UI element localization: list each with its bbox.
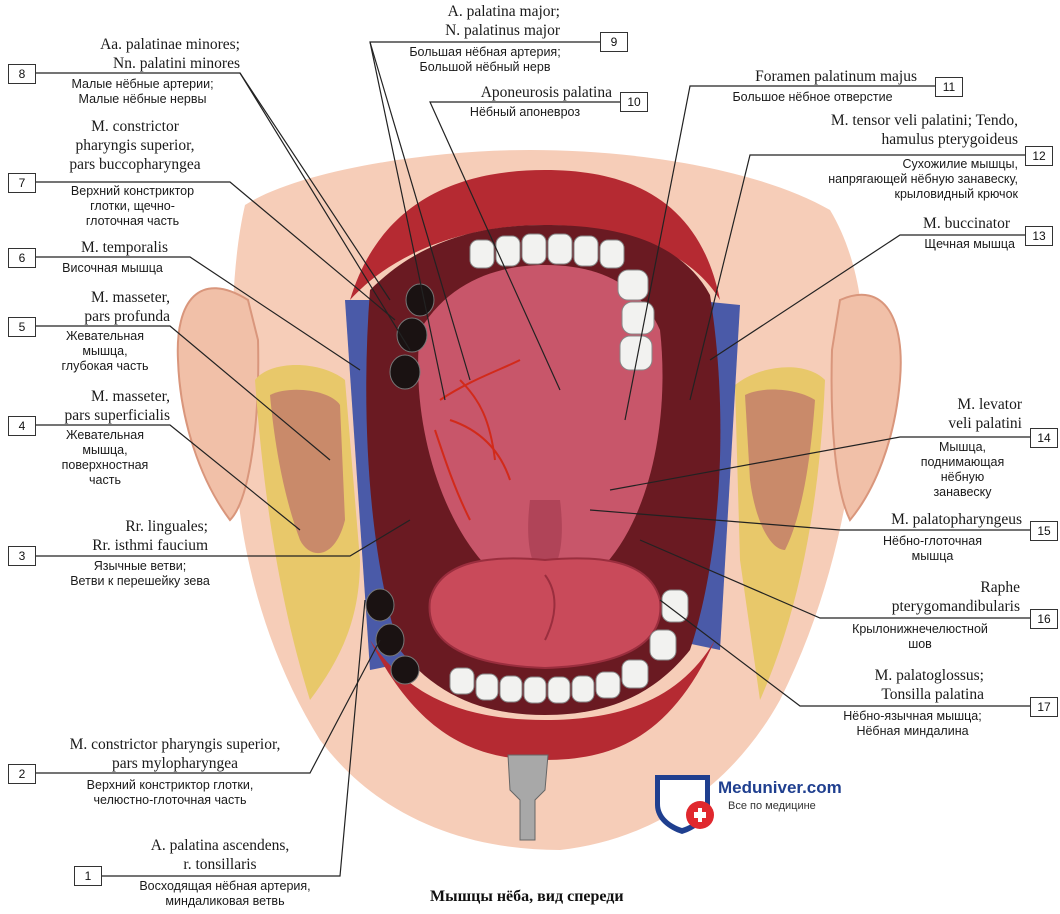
label-number-7: 7 xyxy=(8,173,36,193)
figure-caption: Мышцы нёба, вид спереди xyxy=(430,888,624,905)
logo-cross xyxy=(694,808,706,822)
upper-lip xyxy=(350,170,720,300)
upper-teeth xyxy=(469,233,655,371)
label-number-9: 9 xyxy=(600,32,628,52)
lower-lip xyxy=(370,640,715,760)
label-latin-17: M. palatoglossus; Tonsilla palatina xyxy=(874,667,984,703)
watermark-tagline: Все по медицине xyxy=(728,800,816,812)
label-russian-14: Мышца, поднимающая нёбную занавеску xyxy=(920,440,1005,499)
right-masseter xyxy=(745,389,815,550)
leader-lines xyxy=(35,41,1030,877)
label-number-16: 16 xyxy=(1030,609,1058,629)
label-latin-1: A. palatina ascendens, r. tonsillaris xyxy=(150,837,290,873)
label-number-11: 11 xyxy=(935,77,963,97)
label-russian-17: Нёбно-язычная мышца; Нёбная миндалина xyxy=(843,709,982,738)
tongue xyxy=(428,557,662,670)
label-number-10: 10 xyxy=(620,92,648,112)
label-latin-10: Aponeurosis palatina xyxy=(480,84,612,101)
label-russian-12: Сухожилие мышцы, напрягающей нёбную зана… xyxy=(828,157,1018,201)
label-latin-5: M. masseter, pars profunda xyxy=(84,289,170,325)
label-latin-7: M. constrictor pharyngis superior, pars … xyxy=(69,118,201,173)
label-latin-11: Foramen palatinum majus xyxy=(755,68,917,85)
label-russian-5: Жевательная мышца, глубокая часть xyxy=(61,329,149,373)
label-russian-9: Большая нёбная артерия; Большой нёбный н… xyxy=(409,45,561,74)
label-latin-6: M. temporalis xyxy=(81,239,168,256)
left-ear xyxy=(176,287,260,522)
label-latin-8: Aa. palatinae minores; Nn. palatini mino… xyxy=(100,36,240,72)
label-russian-16: Крылонижнечелюстной шов xyxy=(852,622,988,651)
label-latin-13: M. buccinator xyxy=(923,215,1010,232)
left-tooth-sockets xyxy=(365,283,435,685)
label-latin-12: M. tensor veli palatini; Tendo, hamulus … xyxy=(830,112,1018,148)
label-number-3: 3 xyxy=(8,546,36,566)
label-number-4: 4 xyxy=(8,416,36,436)
label-number-5: 5 xyxy=(8,317,36,337)
label-number-17: 17 xyxy=(1030,697,1058,717)
label-russian-2: Верхний констриктор глотки, челюстно-гло… xyxy=(86,778,254,807)
label-latin-3: Rr. linguales; Rr. isthmi faucium xyxy=(92,518,208,554)
label-russian-1: Восходящая нёбная артерия, миндаликовая … xyxy=(139,879,311,908)
label-russian-3: Язычные ветви; Ветви к перешейку зева xyxy=(70,559,210,588)
left-masseter xyxy=(270,389,345,554)
right-ear xyxy=(830,293,902,522)
label-russian-7: Верхний констриктор глотки, щечно- глото… xyxy=(70,184,195,228)
label-number-8: 8 xyxy=(8,64,36,84)
label-russian-8: Малые нёбные артерии; Малые нёбные нервы xyxy=(71,77,214,106)
label-number-6: 6 xyxy=(8,248,36,268)
tongue-groove xyxy=(544,574,556,641)
label-latin-2: M. constrictor pharyngis superior, pars … xyxy=(69,736,281,772)
label-latin-9: A. palatina major; N. palatinus major xyxy=(445,3,560,39)
label-russian-15: Нёбно-глоточная мышца xyxy=(883,534,982,563)
label-number-13: 13 xyxy=(1025,226,1053,246)
label-russian-13: Щечная мышца xyxy=(924,237,1015,251)
palatine-arteries xyxy=(434,359,521,521)
label-number-12: 12 xyxy=(1025,146,1053,166)
uvula xyxy=(528,500,562,575)
label-russian-11: Большое нёбное отверстие xyxy=(732,90,893,104)
label-russian-6: Височная мышца xyxy=(62,261,163,275)
label-latin-4: M. masseter, pars superficialis xyxy=(64,388,170,424)
label-latin-16: Raphe pterygomandibularis xyxy=(891,579,1020,615)
label-number-2: 2 xyxy=(8,764,36,784)
label-latin-14: M. levator veli palatini xyxy=(948,396,1022,432)
lower-teeth xyxy=(449,589,689,704)
palate xyxy=(418,265,663,585)
watermark-name: Meduniver.com xyxy=(718,778,842,797)
label-russian-4: Жевательная мышца, поверхностная часть xyxy=(61,428,149,487)
label-number-14: 14 xyxy=(1030,428,1058,448)
label-number-15: 15 xyxy=(1030,521,1058,541)
label-number-1: 1 xyxy=(74,866,102,886)
label-latin-15: M. palatopharyngeus xyxy=(891,511,1022,528)
mouth-retractor xyxy=(507,754,549,841)
label-russian-10: Нёбный апоневроз xyxy=(469,105,581,119)
